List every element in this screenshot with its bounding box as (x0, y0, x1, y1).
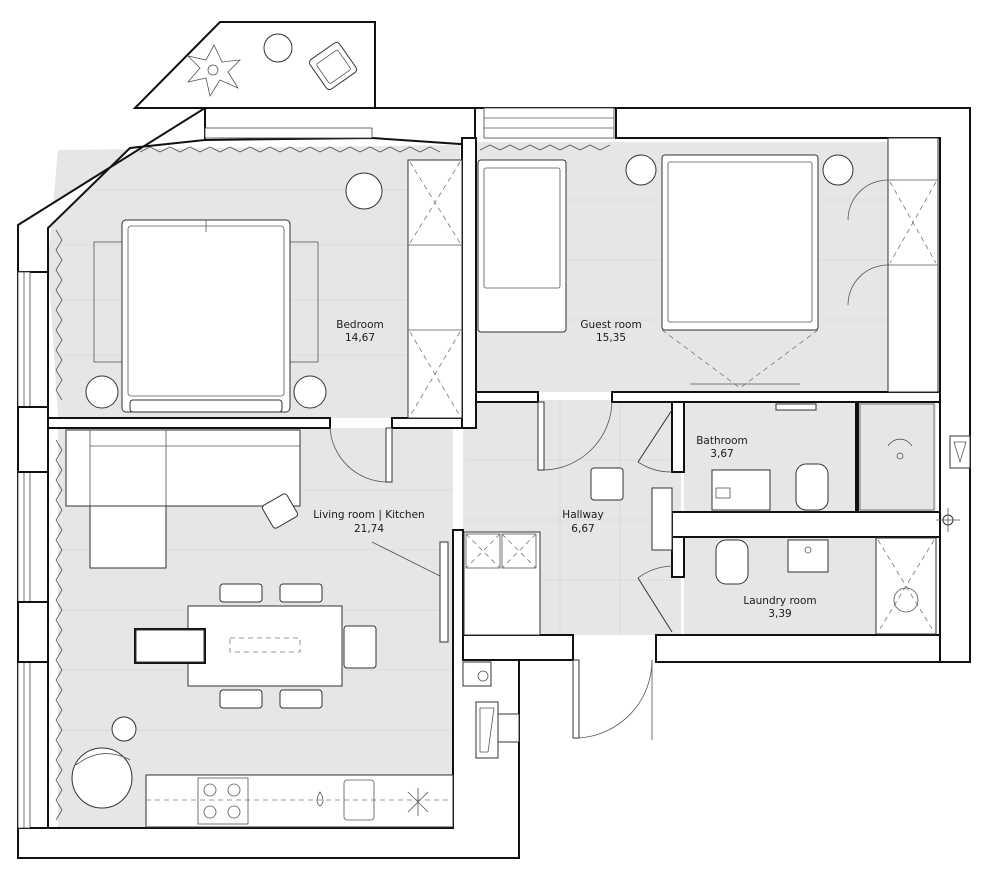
lounge-chair-icon (71, 747, 133, 809)
nightstand-right-icon (293, 375, 327, 409)
armchair-living-icon (261, 493, 299, 529)
bedroom-door (329, 427, 393, 483)
window-bedroom-top (204, 127, 373, 139)
bathroom-area: 3,67 (710, 448, 733, 460)
balcony-furniture (186, 33, 357, 98)
bedroom-furniture (85, 159, 463, 419)
wall-guest-bottom-right (611, 391, 941, 403)
hallway-area: 6,67 (571, 523, 594, 535)
washing-machine-icon (875, 537, 937, 635)
guest-room-area: 15,35 (596, 332, 626, 344)
windows (17, 107, 615, 829)
hallway-shelf (651, 487, 673, 551)
laundry-door (637, 565, 673, 633)
side-table-icon (263, 33, 293, 63)
room-labels: Bedroom 14,67 Guest room 15,35 Bathroom … (313, 319, 816, 620)
nightstand-left-icon (85, 375, 119, 409)
wall-bath-left (671, 401, 685, 473)
laundry-name: Laundry room (743, 595, 816, 607)
wall-bedroom-guest (461, 137, 477, 429)
stool-icon (111, 716, 137, 742)
guest-wardrobe-icon (847, 137, 939, 393)
radiator-icon (475, 701, 520, 759)
sink-icon (343, 779, 375, 821)
bathroom-name: Bathroom (696, 435, 748, 447)
wall-shower (855, 401, 859, 513)
guest-nightstand-right-icon (822, 154, 854, 186)
living-kitchen-area: 21,74 (354, 523, 384, 535)
living-furniture (65, 429, 454, 828)
bedroom-name: Bedroom (336, 319, 384, 331)
armchair-icon (309, 42, 357, 90)
wall-bath-laundry (671, 511, 941, 538)
wall-pier-2 (17, 601, 49, 663)
stove-icon (197, 777, 249, 825)
water-heater-icon (949, 435, 971, 469)
guest-furniture (477, 137, 939, 393)
wall-guest-bottom-left (475, 391, 539, 403)
curtains (55, 144, 611, 821)
shower-icon (859, 403, 935, 511)
sofa-icon (65, 429, 301, 569)
single-bed-icon (477, 159, 567, 333)
wall-laundry-bottom (655, 634, 941, 663)
laundry-furniture (715, 537, 937, 635)
kitchen-counter (145, 774, 454, 828)
water-drop-icon (316, 791, 324, 807)
bath-cabinet (711, 469, 771, 511)
laundry-area: 3,39 (768, 608, 791, 620)
balcony-outline (132, 21, 376, 109)
hallway-cabinet-icon (463, 531, 541, 636)
wall-hallway-bottom (462, 634, 574, 661)
toilet-icon (795, 463, 829, 511)
laundry-toilet-icon (715, 539, 749, 585)
guest-door (537, 401, 613, 471)
laundry-sink-icon (787, 539, 829, 573)
guest-room-name: Guest room (580, 319, 641, 331)
entrance-door (572, 659, 653, 740)
ottoman-icon (590, 467, 624, 501)
guest-nightstand-left-icon (625, 154, 657, 186)
meter-box-icon (462, 661, 492, 687)
plant-icon (186, 44, 242, 98)
bedroom-area: 14,67 (345, 332, 375, 344)
hallway-furniture (462, 467, 673, 759)
bed-icon (121, 219, 291, 413)
doors (329, 401, 673, 740)
wall-bedroom-living (47, 417, 331, 429)
bathroom-furniture (711, 403, 971, 532)
window-guest-top (483, 107, 615, 139)
wardrobe-icon (407, 159, 463, 419)
wall-laundry-left (671, 536, 685, 578)
hallway-name: Hallway (562, 509, 603, 521)
living-kitchen-name: Living room | Kitchen (313, 509, 424, 521)
wall-bedroom-top (204, 107, 476, 147)
round-table-icon (345, 172, 383, 210)
bathroom-door (637, 409, 673, 473)
wall-pier-1 (17, 406, 49, 473)
double-bed-icon (661, 154, 819, 331)
fridge-icon (407, 788, 429, 816)
dining-table-icon (187, 583, 377, 709)
